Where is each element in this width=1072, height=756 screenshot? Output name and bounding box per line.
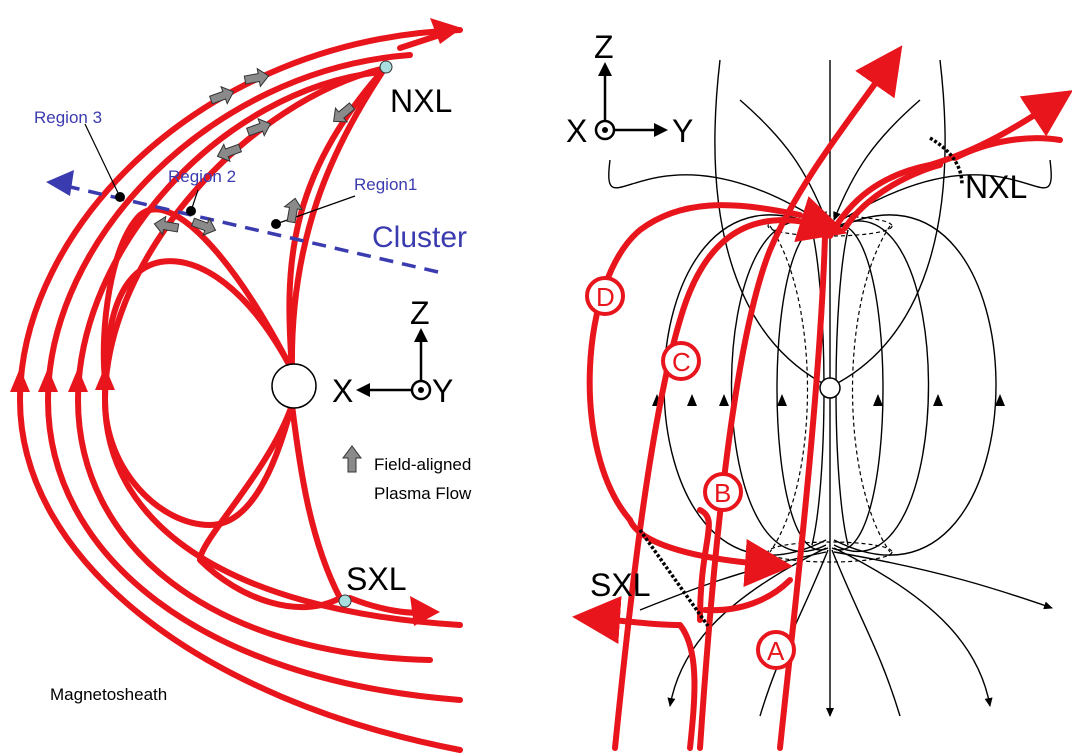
closed-field-line (105, 261, 292, 525)
left-nxl-label: NXL (390, 83, 452, 119)
field-line-outer-2 (48, 55, 460, 700)
right-nxl-label: NXL (965, 169, 1027, 205)
region3-label: Region 3 (34, 108, 102, 127)
field-arrow-up-1 (10, 368, 30, 392)
marker-c: C (663, 343, 699, 379)
right-sxl-label: SXL (590, 567, 650, 603)
magnetosheath-label: Magnetosheath (50, 685, 167, 704)
marker-b: B (705, 474, 741, 510)
legend-text-1: Field-aligned (374, 455, 471, 474)
svg-text:D: D (596, 282, 615, 312)
field-line-south-out (590, 618, 694, 748)
left-panel: NXL SXL Region1 Region 2 Region 3 Cluste… (10, 18, 472, 750)
south-line (292, 405, 340, 598)
nxl-point (380, 61, 392, 73)
south-line-2 (200, 405, 340, 607)
earth-left (272, 364, 316, 408)
right-y-arrowhead (654, 123, 668, 137)
field-arrow-up-3 (68, 368, 88, 392)
marker-a: A (758, 632, 794, 668)
left-y-label: Y (432, 373, 453, 409)
field-line-c-south (700, 510, 709, 620)
left-axes (364, 336, 421, 390)
right-x-axis-dot (602, 127, 608, 133)
field-line-a (780, 236, 825, 748)
legend-text-2: Plasma Flow (374, 484, 472, 503)
cluster-path-head (46, 170, 74, 196)
right-z-label: Z (594, 29, 614, 65)
left-y-axis-dot (418, 387, 424, 393)
right-axes (605, 70, 660, 130)
legend-flow-icon (343, 446, 361, 472)
field-arrow-up-2 (38, 368, 58, 392)
region2-label: Region 2 (168, 167, 236, 186)
region1-label: Region1 (354, 175, 417, 194)
left-sxl-label: SXL (346, 561, 406, 597)
svg-text:B: B (714, 478, 731, 508)
left-x-arrowhead (356, 383, 370, 397)
marker-d: D (587, 278, 623, 314)
svg-text:A: A (767, 636, 785, 666)
field-line-north-2 (955, 138, 1060, 158)
right-panel: A B C D Z X Y NXL SXL (566, 29, 1060, 748)
svg-text:C: C (672, 347, 691, 377)
region3-leader (85, 124, 120, 197)
left-x-label: X (332, 373, 353, 409)
cluster-label: Cluster (372, 221, 467, 254)
earth-right (820, 378, 840, 398)
right-x-label: X (566, 113, 587, 149)
right-y-label: Y (672, 113, 693, 149)
left-z-label: Z (410, 295, 430, 331)
